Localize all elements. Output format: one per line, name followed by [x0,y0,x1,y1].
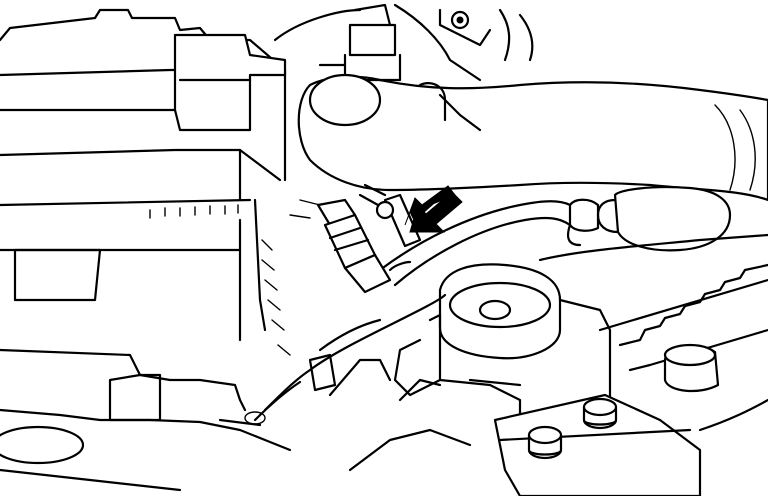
mount-bolts [527,397,618,460]
wiring [253,199,472,472]
valve-cover [538,233,768,432]
pressure-switch [316,183,422,294]
bolt-icon [582,397,618,430]
top-fittings [273,3,534,132]
battery [0,8,292,492]
bolt-icon [527,425,563,460]
upper-hose [297,75,768,287]
indicator-arrow [404,185,463,233]
engine-mount [393,263,702,496]
